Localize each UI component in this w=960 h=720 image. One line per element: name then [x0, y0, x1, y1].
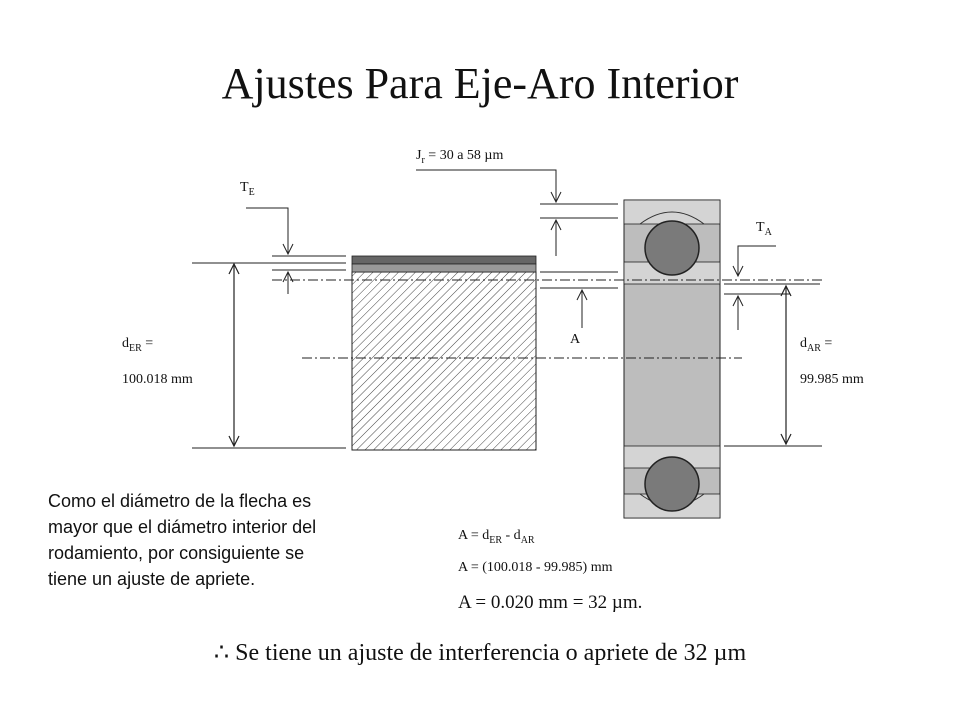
ta-label: TA: [756, 220, 772, 238]
te-leader: [246, 207, 289, 254]
slide-title: Ajustes Para Eje-Aro Interior: [221, 59, 739, 108]
equation-1: A = dER - dAR: [458, 528, 535, 546]
a-label: A: [570, 332, 581, 347]
explanation-text: Como el diámetro de la flecha es mayor q…: [48, 491, 317, 589]
shaft-tolerance-band: [351, 255, 537, 265]
jr-arrow-down: [550, 191, 562, 204]
bearing-ball-bottom: [644, 456, 700, 512]
bearing-ball-top: [644, 220, 700, 276]
der-value: 100.018 mm: [122, 372, 193, 387]
te-label: TE: [240, 180, 255, 198]
jr-leader: [416, 169, 557, 202]
dar-label: dAR =: [800, 336, 833, 354]
ta-arrow-down: [732, 265, 744, 278]
der-arrow-bottom: [228, 435, 240, 448]
der-label: dER =: [122, 336, 154, 354]
shaft-body: [351, 271, 537, 451]
jr-arrow-up: [550, 218, 562, 231]
te-arrow-up: [282, 270, 294, 283]
equation-2: A = (100.018 - 99.985) mm: [458, 560, 613, 575]
shaft-tolerance-band-2: [351, 263, 537, 273]
ta-leader: [737, 245, 776, 276]
dar-value: 99.985 mm: [800, 372, 864, 387]
conclusion-text: ∴ Se tiene un ajuste de interferencia o …: [213, 640, 747, 666]
a-arrow-up: [576, 288, 588, 301]
bearing-race-top: [639, 211, 705, 225]
dar-arrow-bottom: [780, 433, 792, 446]
dar-arrow-top: [780, 284, 792, 297]
der-arrow-top: [228, 262, 240, 275]
te-arrow-down: [282, 243, 294, 256]
ta-arrow-up: [732, 294, 744, 307]
equation-3: A = 0.020 mm = 32 µm.: [458, 592, 643, 613]
jr-label: Jr = 30 a 58 µm: [416, 148, 504, 166]
